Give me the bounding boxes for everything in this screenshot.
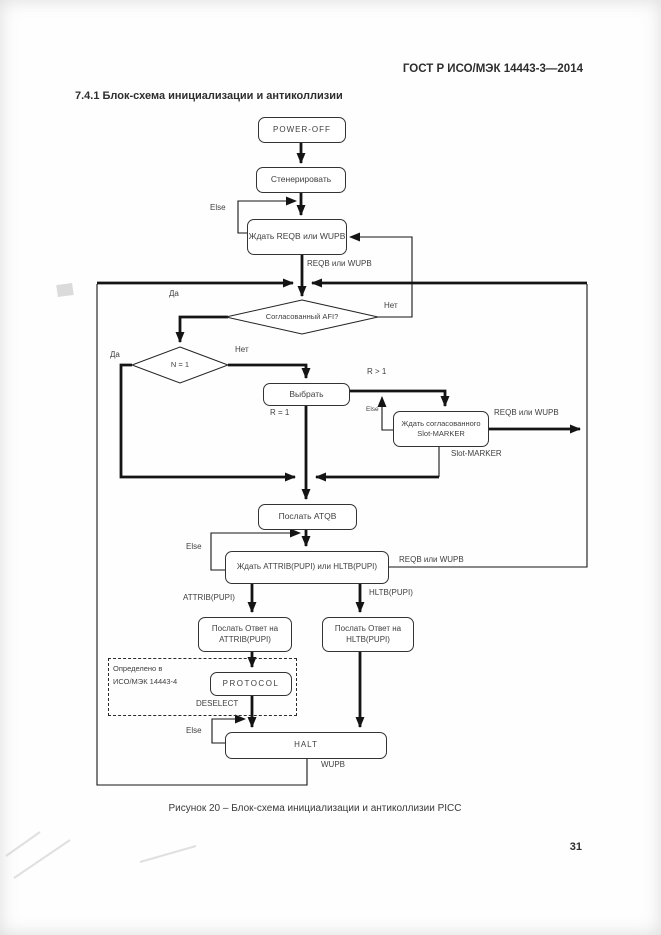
label-else-2: Else (366, 406, 379, 413)
node-send-attrib-response: Послать Ответ на ATTRIB(PUPI) (198, 617, 292, 652)
page-number: 31 (569, 841, 582, 853)
section-heading: 7.4.1 Блок-схема инициализации и антикол… (75, 90, 343, 102)
decision-n-text: N = 1 (170, 360, 190, 369)
label-slot-marker: Slot-MARKER (451, 449, 502, 458)
send-hltb-line2: HLTB(PUPI) (346, 634, 390, 644)
figure-caption: Рисунок 20 – Блок-схема инициализации и … (168, 803, 462, 814)
defined-region-line1: Определено в (113, 664, 163, 673)
defined-region-line2: ИСО/МЭК 14443-4 (113, 677, 178, 686)
label-r-gt-1: R > 1 (367, 367, 387, 376)
label-yes-afi: Да (169, 289, 179, 298)
send-attrib-line2: ATTRIB(PUPI) (219, 634, 271, 644)
wait-slot-line2: Slot-MARKER (417, 429, 465, 438)
label-no-afi: Нет (384, 301, 398, 310)
page-header: ГОСТ Р ИСО/МЭК 14443-3—2014 (402, 63, 583, 75)
label-else-4: Else (186, 726, 202, 735)
node-send-hltb-response: Послать Ответ на HLTB(PUPI) (322, 617, 414, 652)
label-hltb-pupi: HLTB(PUPI) (369, 588, 413, 597)
send-attrib-line1: Послать Ответ на (211, 624, 279, 634)
decision-afi-text: Согласованный AFI? (265, 312, 339, 321)
label-reqb-wupb-top: REQB или WUPB (307, 259, 372, 268)
node-protocol: PROTOCOL (210, 672, 292, 696)
node-wait-reqb-wupb: Ждать REQB или WUPB (247, 219, 347, 255)
node-power-off: POWER-OFF (258, 117, 346, 143)
label-else-3: Else (186, 542, 202, 551)
label-else-1: Else (210, 203, 226, 212)
node-halt: HALT (225, 732, 387, 759)
node-send-atqb: Послать ATQB (258, 504, 357, 530)
send-hltb-line1: Послать Ответ на (334, 624, 402, 634)
label-reqb-wupb-mid: REQB или WUPB (399, 555, 464, 564)
node-wait-attrib-hltb: Ждать ATTRIB(PUPI) или HLTB(PUPI) (225, 551, 389, 584)
defined-region-box (108, 658, 297, 716)
label-deselect: DESELECT (196, 699, 239, 708)
label-attrib-pupi: ATTRIB(PUPI) (183, 593, 235, 602)
label-wupb: WUPB (321, 760, 345, 769)
label-yes-n: Да (110, 350, 120, 359)
node-select: Выбрать (263, 383, 350, 406)
node-generate: Стенерировать (256, 167, 346, 193)
label-no-n: Нет (235, 345, 249, 354)
label-reqb-wupb-right: REQB или WUPB (494, 408, 559, 417)
wait-slot-line1: Ждать согласованного (401, 419, 481, 429)
node-wait-slot-marker: Ждать согласованного Slot-MARKER (393, 411, 489, 447)
label-r-eq-1: R = 1 (270, 408, 290, 417)
defined-region-label: Определено в ИСО/МЭК 14443-4 (113, 662, 177, 688)
